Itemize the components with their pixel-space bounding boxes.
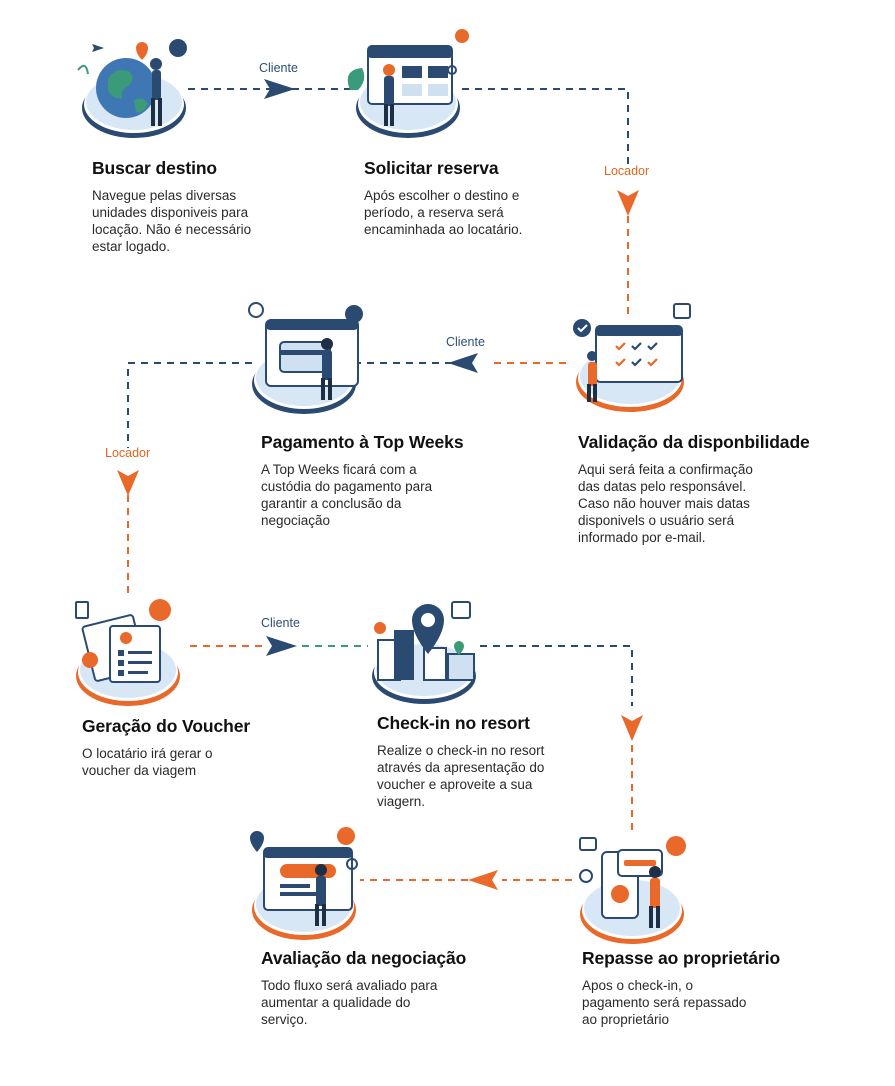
calendar-booking-icon <box>347 29 469 138</box>
arrow-left-icon <box>468 870 498 890</box>
step-description: A Top Weeks ficará com a custódia do pag… <box>261 462 433 528</box>
connector-label-cliente: Cliente <box>261 616 300 630</box>
step-title: Check-in no resort <box>377 713 530 733</box>
calendar-check-icon <box>573 303 691 412</box>
step-validacao-disponibilidade: Validação da disponbilidade Aqui será fe… <box>578 432 810 546</box>
connector-label-cliente: Cliente <box>446 335 485 349</box>
step-avaliacao-negociacao: Avaliação da negociação Todo fluxo será … <box>261 948 466 1028</box>
rating-review-icon <box>250 827 358 940</box>
step-description: Todo fluxo será avaliado para aumentar a… <box>261 978 438 1027</box>
arrow-left-icon <box>448 353 478 373</box>
step-solicitar-reserva: Solicitar reserva Após escolher o destin… <box>364 158 522 238</box>
arrow-down-icon <box>621 715 643 741</box>
step-title: Solicitar reserva <box>364 158 499 178</box>
arrow-down-icon <box>117 470 139 496</box>
step-title: Pagamento à Top Weeks <box>261 432 464 452</box>
step-description: Realize o check-in no resort através da … <box>377 743 545 809</box>
step-title: Buscar destino <box>92 158 218 178</box>
step-description: Navegue pelas diversas unidades disponiv… <box>92 188 252 254</box>
globe-traveler-icon <box>77 39 187 138</box>
step-title: Avaliação da negociação <box>261 948 467 968</box>
arrow-down-icon <box>617 190 639 216</box>
step-description: Após escolher o destino e período, a res… <box>364 188 523 237</box>
connector-label-cliente: Cliente <box>259 61 298 75</box>
step-description: O locatário irá gerar o voucher da viage… <box>82 746 213 778</box>
voucher-document-icon <box>75 599 180 706</box>
payout-phone-icon <box>579 836 686 944</box>
step-checkin-resort: Check-in no resort Realize o check-in no… <box>377 713 544 810</box>
step-repasse-proprietario: Repasse ao proprietário Apos o check-in,… <box>582 948 780 1028</box>
connector-label-locador: Locador <box>604 164 650 178</box>
arrow-right-icon <box>264 79 295 99</box>
card-payment-icon <box>248 302 363 414</box>
step-title: Geração do Voucher <box>82 716 251 736</box>
connector-pagamento-voucher-top <box>127 362 252 448</box>
step-buscar-destino: Buscar destino Navegue pelas diversas un… <box>92 158 251 255</box>
arrow-right-icon <box>266 636 297 656</box>
step-title: Validação da disponbilidade <box>578 432 810 452</box>
step-pagamento-top-weeks: Pagamento à Top Weeks A Top Weeks ficará… <box>261 432 464 529</box>
step-geracao-voucher: Geração do Voucher O locatário irá gerar… <box>82 716 250 779</box>
step-title: Repasse ao proprietário <box>582 948 781 968</box>
step-description: Apos o check-in, o pagamento será repass… <box>582 978 747 1027</box>
connector-solicitar-validacao-top <box>462 88 629 168</box>
connector-label-locador: Locador <box>105 446 151 460</box>
connector-checkin-repasse-top <box>480 645 633 706</box>
resort-location-icon <box>372 601 476 704</box>
step-description: Aqui será feita a confirmação das datas … <box>578 462 753 545</box>
